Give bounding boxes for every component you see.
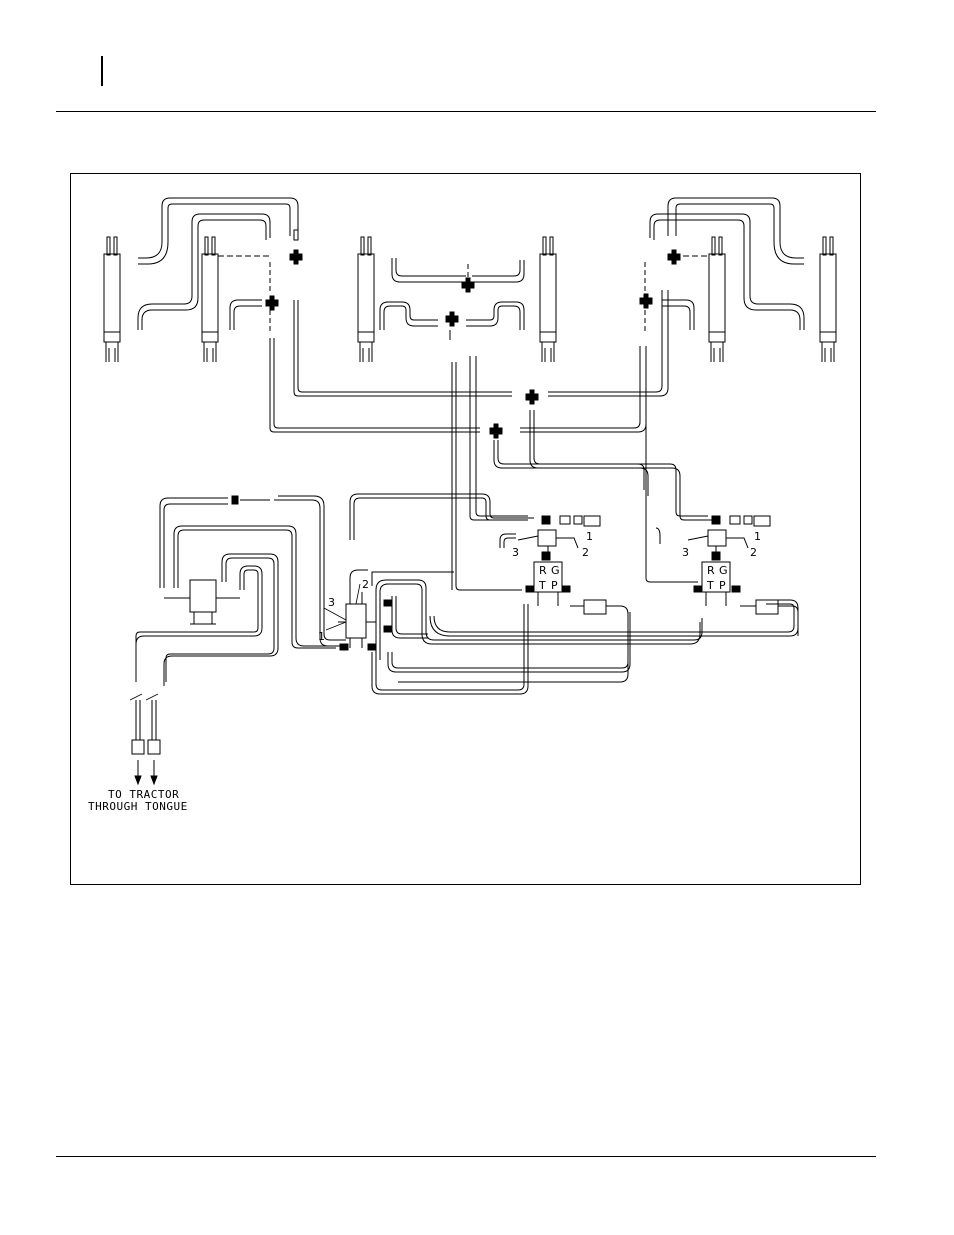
left-manifold — [136, 496, 346, 686]
port-center-g: G — [551, 564, 560, 577]
port-right-t: T — [706, 579, 714, 592]
port-right-p: P — [719, 579, 726, 592]
cylinder-4 — [540, 237, 556, 362]
port-center-r: R — [539, 564, 547, 577]
center-valve-assembly — [398, 516, 628, 682]
callout-center-3: 3 — [512, 546, 519, 559]
center-hoses — [380, 258, 528, 590]
callout-left-3: 3 — [328, 596, 335, 609]
callout-center-2: 2 — [582, 546, 589, 559]
callout-left-2: 2 — [362, 578, 369, 591]
main-cross-lines — [270, 290, 716, 540]
cylinder-3 — [358, 237, 374, 362]
right-valve-assembly — [646, 346, 798, 636]
callout-center-1: 1 — [586, 530, 593, 543]
cylinder-1 — [104, 237, 120, 362]
tee-fittings — [266, 250, 680, 438]
port-right-g: G — [719, 564, 728, 577]
cylinder-2 — [202, 237, 218, 362]
port-right-r: R — [707, 564, 715, 577]
callout-right-3: 3 — [682, 546, 689, 559]
tractor-supply-hoses — [130, 694, 160, 784]
port-center-p: P — [551, 579, 558, 592]
caption-line-2: THROUGH TONGUE — [88, 801, 188, 813]
port-center-t: T — [538, 579, 546, 592]
cylinder-5 — [709, 237, 725, 362]
cylinder-6 — [820, 237, 836, 362]
callout-right-1: 1 — [754, 530, 761, 543]
callout-right-2: 2 — [750, 546, 757, 559]
left-selector-valve — [324, 570, 798, 694]
callout-left-1: 1 — [318, 630, 325, 643]
